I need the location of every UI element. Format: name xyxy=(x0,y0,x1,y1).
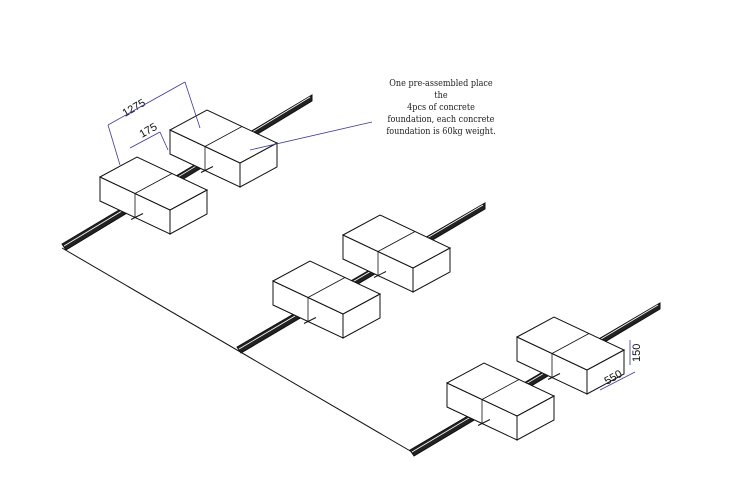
note-line: foundation, each concrete xyxy=(387,114,495,125)
concrete-block-pair xyxy=(341,214,452,293)
leader-line xyxy=(249,121,373,151)
rail-highlight xyxy=(63,96,311,247)
dimension-line xyxy=(107,81,186,126)
concrete-block-pair xyxy=(98,156,209,235)
block-bracket xyxy=(477,419,491,426)
concrete-block-pair xyxy=(445,362,556,441)
note-line: One pre-assembled place the xyxy=(389,78,493,101)
concrete-block-pair xyxy=(271,260,382,339)
block-bracket xyxy=(303,317,317,324)
concrete-block-pair xyxy=(515,316,626,395)
ground-line xyxy=(61,247,413,453)
extension-line xyxy=(107,124,121,166)
block-bracket xyxy=(373,271,387,278)
block-bracket xyxy=(547,373,561,380)
dim-150: 150 xyxy=(631,344,643,362)
block-split-line xyxy=(377,231,416,252)
dimension-line xyxy=(599,371,636,391)
concrete-blocks xyxy=(98,109,626,441)
ground-lines xyxy=(61,247,413,453)
rail-highlight xyxy=(411,304,659,453)
dim-175: 175 xyxy=(138,121,160,141)
note-line: 4pcs of concrete xyxy=(407,102,475,113)
rails xyxy=(61,94,661,457)
dimension-line xyxy=(129,131,161,149)
block-split-line xyxy=(307,277,346,298)
extension-line xyxy=(159,131,169,151)
block-split-line xyxy=(551,333,590,354)
block-bracket xyxy=(200,166,214,173)
annotation-note: One pre-assembled place the 4pcs of conc… xyxy=(382,78,499,138)
block-bracket xyxy=(130,213,144,220)
note-line: foundation is 60kg weight. xyxy=(386,126,496,137)
dim-1275: 1275 xyxy=(121,97,148,120)
rail-highlight xyxy=(238,204,484,350)
block-split-line xyxy=(134,173,173,194)
extension-line xyxy=(184,81,201,129)
block-split-line xyxy=(204,126,243,147)
block-split-line xyxy=(481,379,520,400)
